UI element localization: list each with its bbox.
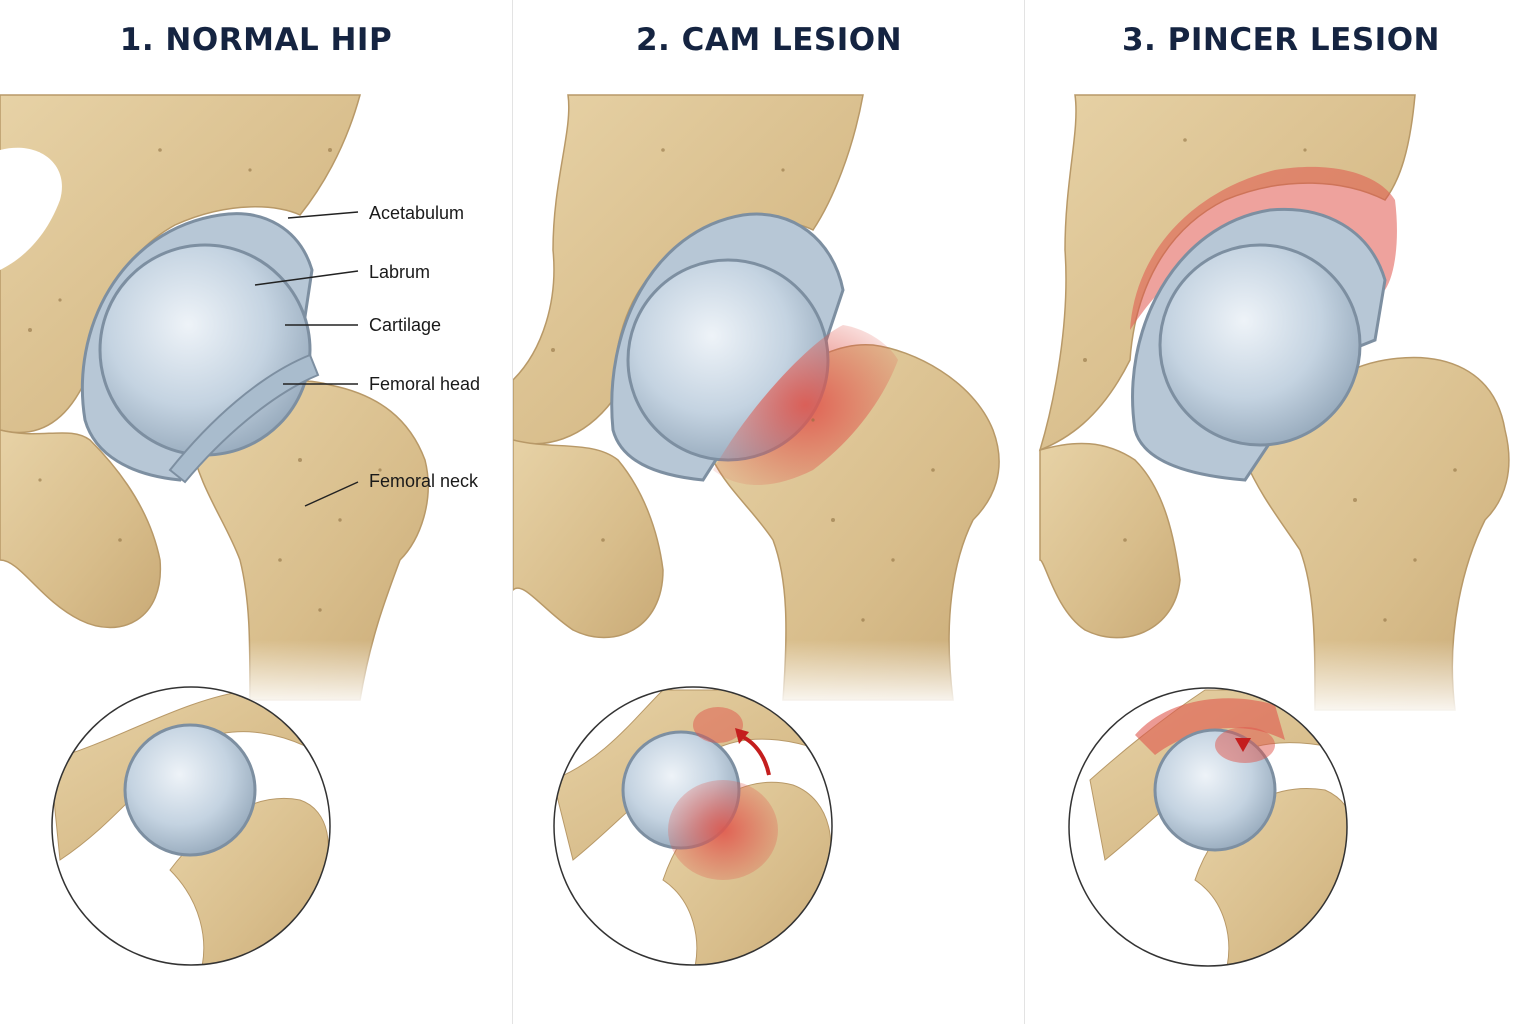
panel-cam-lesion: 2. CAM LESION [512,0,1025,1024]
inset-normal [52,687,330,965]
cartilage-collar [168,353,320,484]
inset-cam [554,687,832,965]
femoral-head [98,243,312,457]
inset-border [51,686,331,966]
cam-lesion-illustration [513,94,1023,966]
panel-title: 2. CAM LESION [635,22,903,58]
normal-hip-illustration [0,94,440,966]
cam-lesion-area [713,325,898,485]
pincer-lesion-illustration [1038,94,1535,967]
inset-border [553,686,833,966]
leader-lines [254,211,359,507]
panel-title: 1. NORMAL HIP [119,22,393,58]
label-acetabulum: Acetabulum [369,203,465,223]
femur-bone [189,380,429,701]
panel-title: 3. PINCER LESION [1121,22,1440,58]
femur-bone [1244,356,1510,711]
femoral-head [1158,243,1362,447]
inset-pincer [1089,688,1347,966]
label-femoral-neck: Femoral neck [369,471,479,491]
impingement-arrow [1235,738,1251,752]
label-cartilage: Cartilage [369,315,442,335]
pincer-overgrowth [1130,166,1397,330]
inset-border [1068,687,1348,967]
panel-normal-hip: 1. NORMAL HIP Acetabulum Labrum Cartilag… [0,0,512,1024]
label-femoral-head: Femoral head [369,374,481,394]
label-labrum: Labrum [369,262,431,282]
panel-pincer-lesion: 3. PINCER LESION [1024,0,1536,1024]
